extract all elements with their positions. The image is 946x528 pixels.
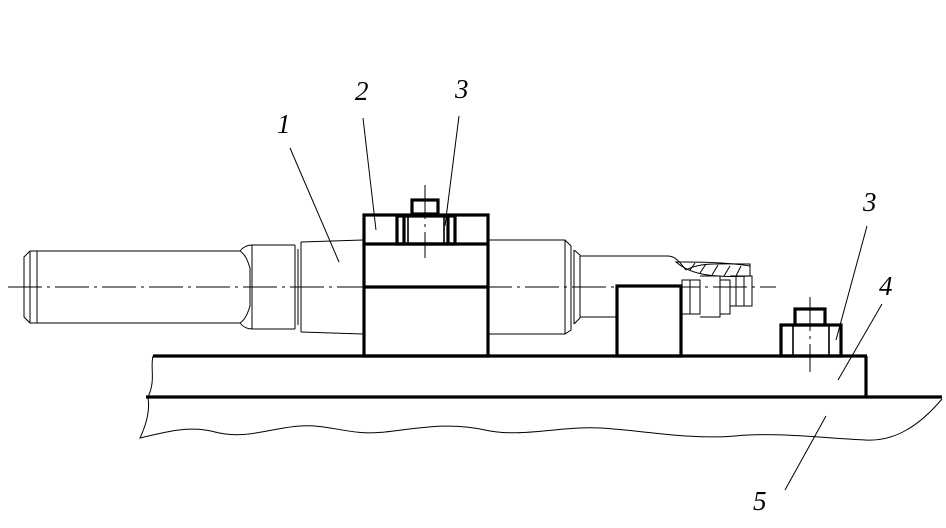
bolt-nut-part-3-upper [395, 198, 457, 246]
callout-3-upper: 3 [454, 74, 469, 104]
callout-1: 1 [277, 109, 291, 139]
callout-2: 2 [355, 76, 369, 106]
plate-part-4 [147, 354, 868, 398]
callout-3-lower: 3 [862, 187, 877, 217]
rear-support-block [615, 284, 683, 358]
center-lines [8, 185, 811, 372]
leader-lines [289, 115, 883, 491]
bolt-nut-part-3-lower [779, 307, 843, 358]
callout-labels: 1 2 3 3 4 5 [277, 74, 893, 516]
base-part-5 [139, 395, 943, 441]
clamp-bracket-part-2 [362, 213, 490, 358]
callout-4: 4 [879, 271, 893, 301]
callout-5: 5 [753, 486, 767, 516]
